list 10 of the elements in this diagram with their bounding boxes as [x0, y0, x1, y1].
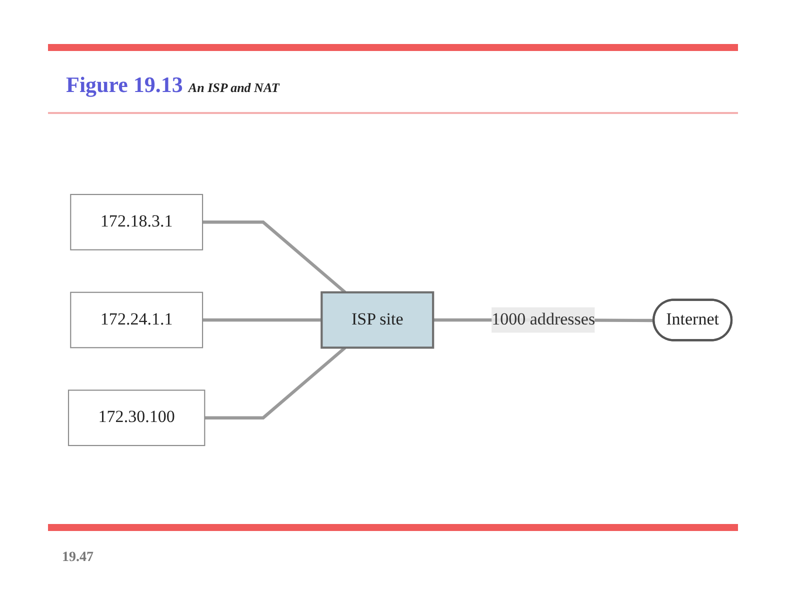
node-box: 172.18.3.1 — [70, 194, 204, 250]
connector — [202, 220, 346, 294]
figure-title: Figure 19.13 An ISP and NAT — [66, 72, 280, 98]
page-number: 19.47 — [62, 550, 94, 566]
node-box: 172.30.100 — [68, 390, 206, 446]
node-box: 172.24.1.1 — [70, 292, 204, 348]
connector — [202, 318, 322, 322]
edge-label: 1000 addresses — [492, 310, 596, 329]
connector — [204, 346, 346, 420]
node-box: ISP site — [320, 291, 434, 349]
